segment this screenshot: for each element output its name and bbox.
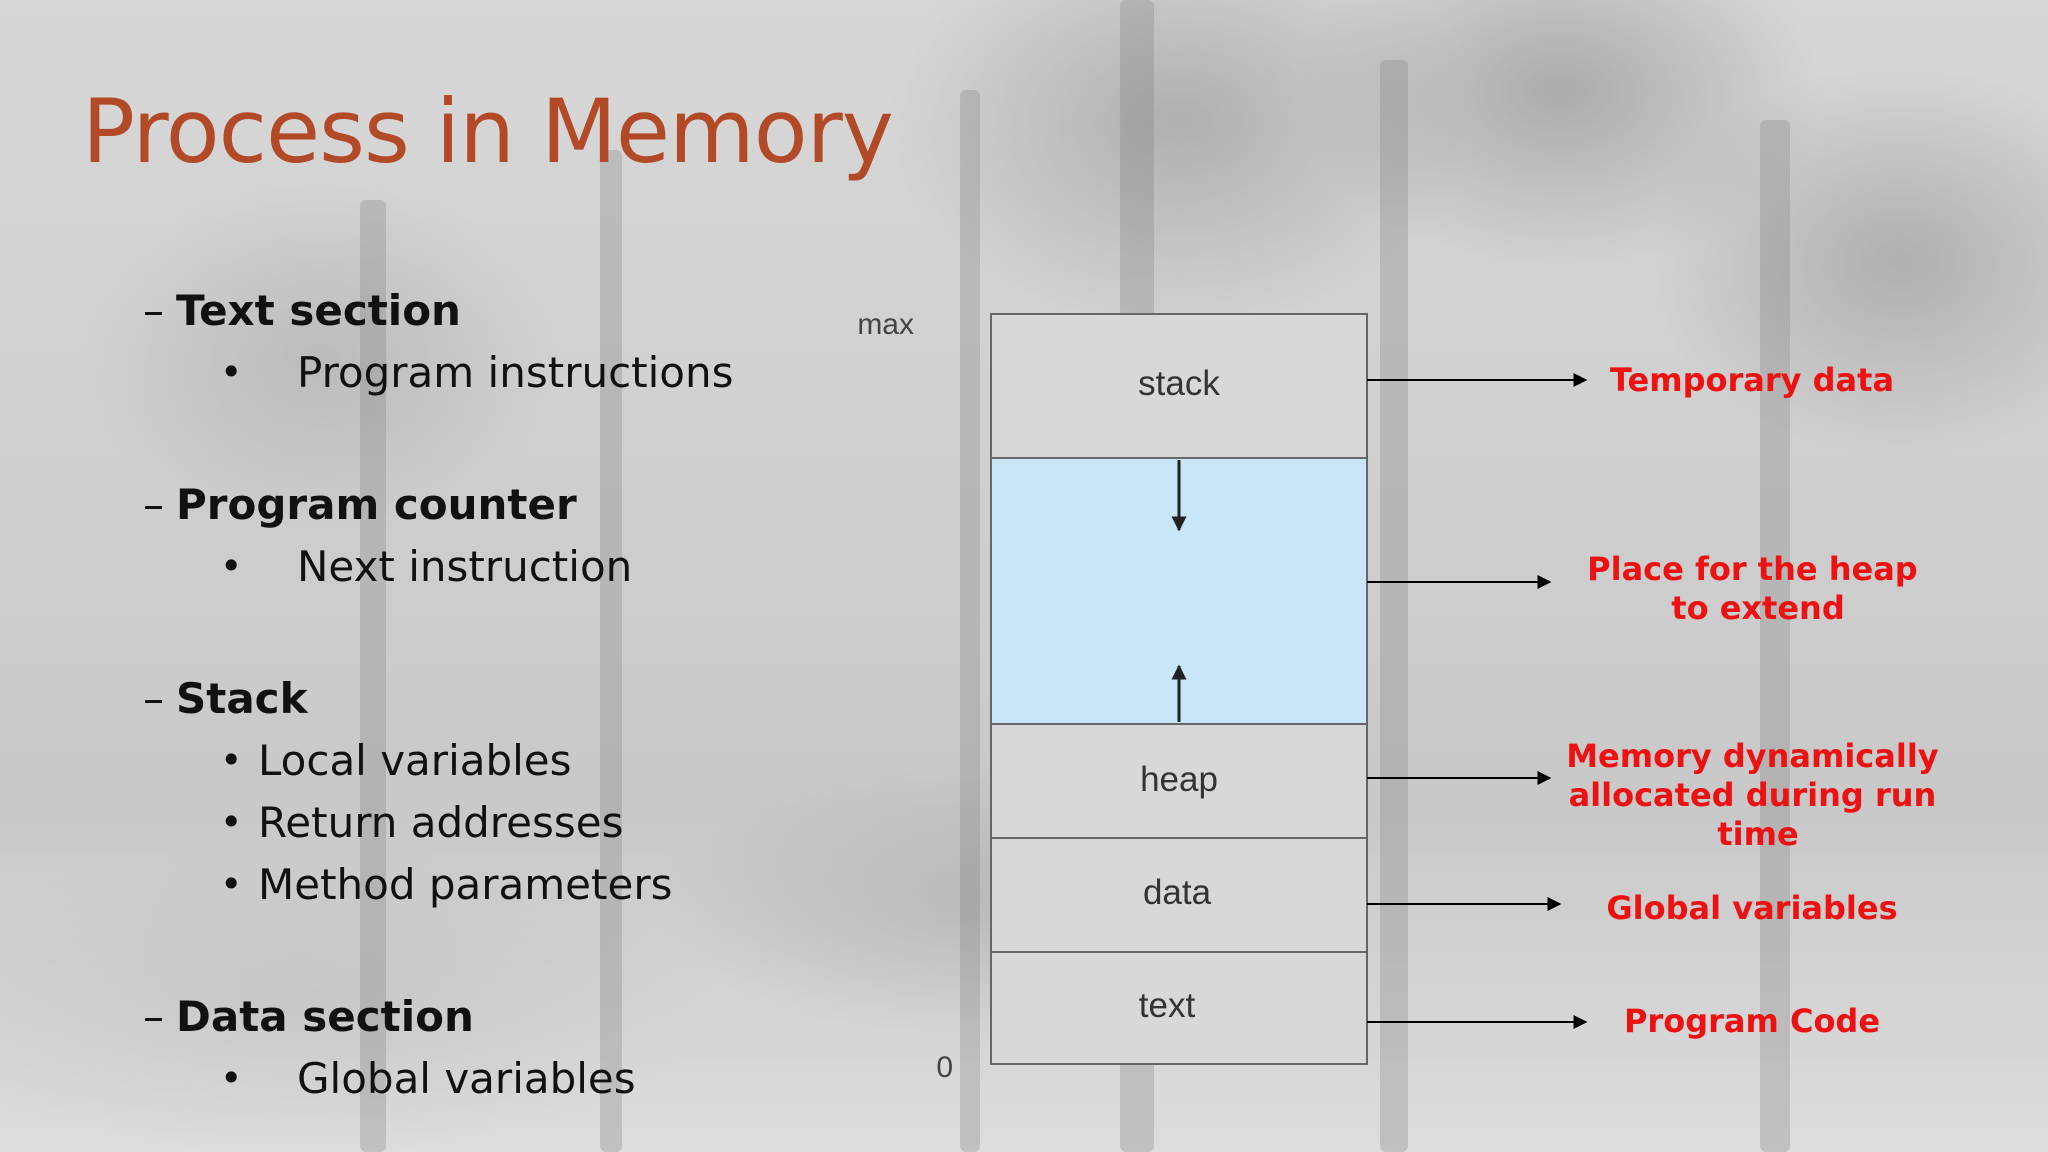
palm-trunk (360, 200, 386, 1152)
text-segment (990, 951, 1368, 1065)
annotation-line: Global variables (1606, 889, 1897, 927)
section-item: Next instruction (297, 542, 633, 591)
address-max-label: max (857, 308, 914, 341)
heap-segment (990, 723, 1368, 839)
dash-marker: – (143, 286, 164, 335)
segment-label: heap (1140, 760, 1218, 799)
dash-marker: – (143, 480, 164, 529)
annotation-heap-extend: Place for the heap to extend (1587, 550, 1929, 627)
segment-label: data (1143, 873, 1212, 912)
section-item: Program instructions (297, 348, 734, 397)
annotation-line: allocated during run (1569, 776, 1937, 814)
data-segment (990, 837, 1368, 953)
stack-segment (990, 313, 1368, 459)
address-zero-label: 0 (936, 1051, 953, 1084)
annotation-line: Temporary data (1610, 361, 1894, 399)
bullet-dot: • (220, 738, 243, 782)
section-item: Local variables (258, 736, 572, 785)
section-item: Method parameters (258, 860, 673, 909)
bullet-dot: • (220, 800, 243, 844)
segment-label: stack (1138, 364, 1220, 403)
palm-trunk (1380, 60, 1408, 1152)
palm-trunk (960, 90, 980, 1152)
annotation-line: to extend (1671, 589, 1844, 627)
annotation-line: Program Code (1624, 1002, 1880, 1040)
section-item: Return addresses (258, 798, 624, 847)
annotation-heap-dynamic: Memory dynamically allocated during run … (1566, 737, 1950, 853)
bullet-dot: • (220, 1056, 243, 1100)
section-label: Data section (176, 992, 474, 1041)
bullet-dot: • (220, 350, 243, 394)
section-stack: –Stack (143, 674, 308, 723)
bullet-dot: • (220, 862, 243, 906)
palm-trunk (1760, 120, 1790, 1152)
section-text: –Text section (143, 286, 461, 335)
section-label: Text section (176, 286, 461, 335)
annotation-line: Place for the heap (1587, 550, 1918, 588)
annotation-global-variables: Global variables (1606, 889, 1897, 927)
section-item: Global variables (297, 1054, 636, 1103)
dash-marker: – (143, 674, 164, 723)
section-data: –Data section (143, 992, 474, 1041)
bullet-dot: • (220, 544, 243, 588)
section-label: Program counter (176, 480, 577, 529)
annotation-line: Memory dynamically (1566, 737, 1939, 775)
slide-title: Process in Memory (82, 80, 894, 183)
annotation-program-code: Program Code (1624, 1002, 1880, 1040)
section-program-counter: –Program counter (143, 480, 577, 529)
dash-marker: – (143, 992, 164, 1041)
segment-label: text (1139, 986, 1196, 1025)
palm-trunk (600, 150, 622, 1152)
annotation-temporary-data: Temporary data (1610, 361, 1894, 399)
section-label: Stack (176, 674, 308, 723)
annotation-line: time (1717, 815, 1798, 853)
